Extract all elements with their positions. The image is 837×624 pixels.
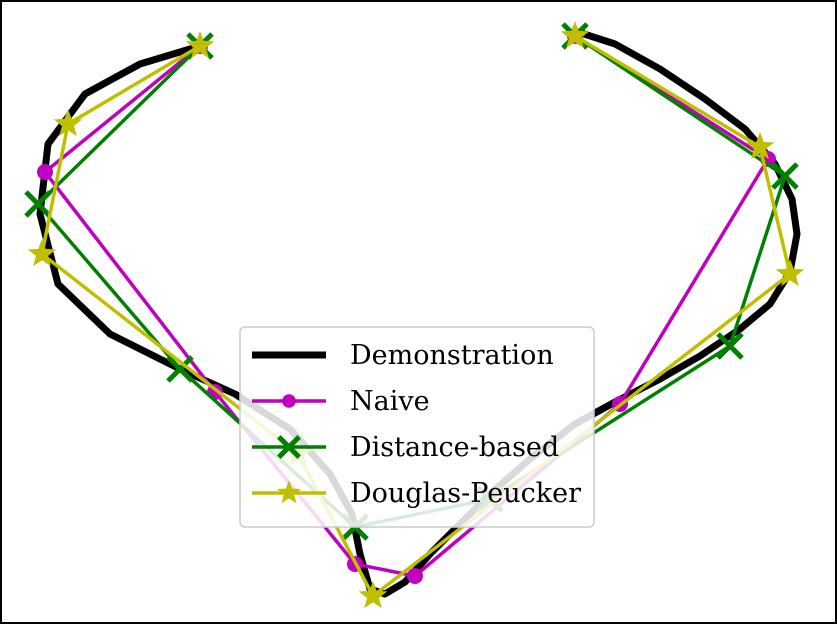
legend-box: [239, 326, 595, 528]
douglas-peucker-point: [53, 109, 83, 137]
legend-item-distance-based: Distance-based: [252, 432, 559, 463]
naive-point: [407, 568, 423, 584]
distance-based-point: [716, 332, 744, 360]
douglas-peucker-point: [775, 259, 805, 287]
legend-label-distance-based: Distance-based: [350, 432, 559, 463]
legend-marker-naive: [282, 394, 296, 408]
legend-marker-douglas-peucker: [276, 480, 302, 504]
douglas-peucker-point: [27, 239, 57, 267]
naive-point: [37, 164, 53, 180]
douglas-peucker-point: [185, 31, 215, 59]
legend-item-douglas-peucker: Douglas-Peucker: [252, 478, 581, 509]
distance-based-point: [166, 355, 194, 383]
legend-label-douglas-peucker: Douglas-Peucker: [350, 478, 581, 509]
douglas-peucker-point: [745, 132, 775, 160]
distance-based-point: [24, 190, 52, 218]
legend: DemonstrationNaiveDistance-basedDouglas-…: [239, 326, 595, 528]
douglas-peucker-point: [560, 21, 590, 49]
distance-based-point: [771, 162, 799, 190]
douglas-peucker-point: [358, 581, 388, 609]
naive-line: [43, 34, 770, 578]
legend-label-demonstration: Demonstration: [350, 340, 554, 371]
legend-item-demonstration: Demonstration: [252, 340, 554, 371]
legend-marker-distance-based: [277, 435, 301, 459]
legend-item-naive: Naive: [252, 386, 430, 417]
legend-label-naive: Naive: [350, 386, 430, 417]
